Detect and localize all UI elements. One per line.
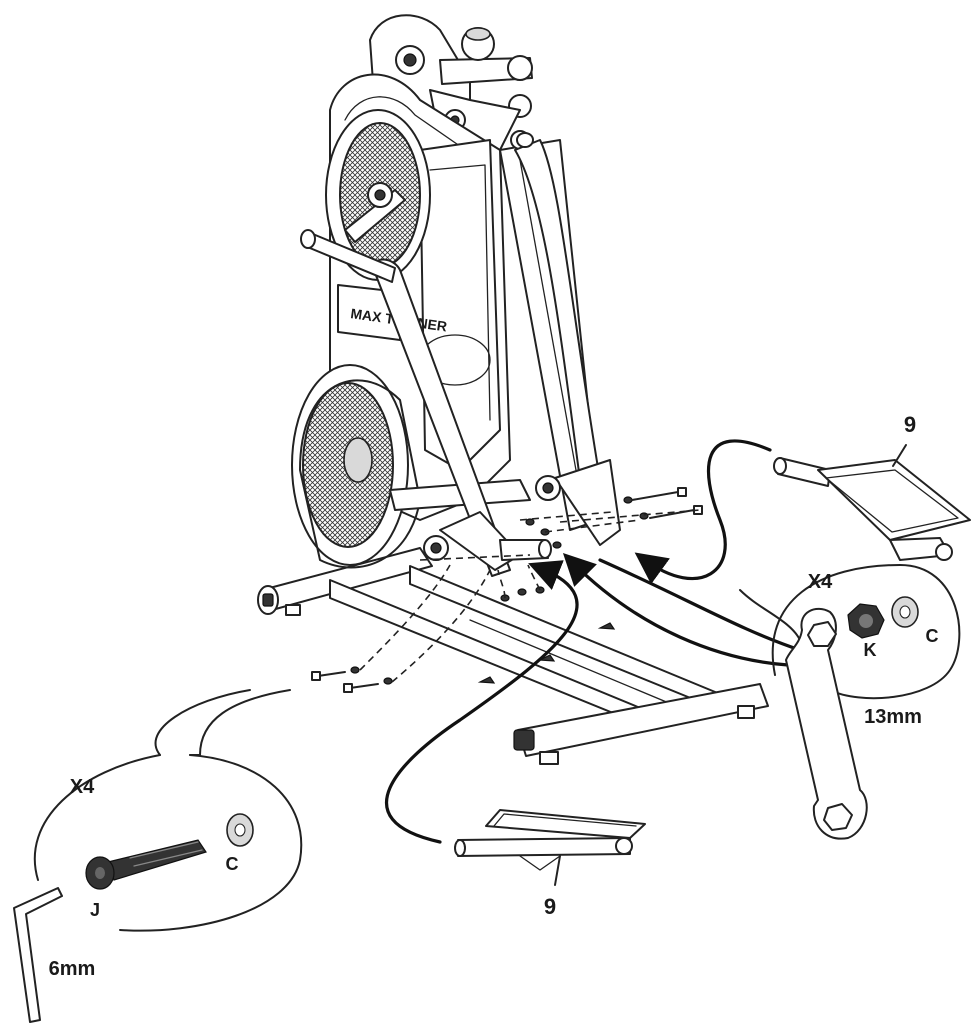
part-number-pedal-left: 9 (544, 894, 556, 919)
bolt-label: J (90, 900, 100, 920)
wrench-icon (785, 607, 868, 840)
trainer-body: MAX TRAINER (291, 14, 601, 569)
connection-arrows (385, 439, 802, 844)
hardware-dots (350, 496, 649, 685)
handle-arms (300, 132, 613, 577)
nut-quantity: X4 (808, 571, 833, 593)
wrench-size: 13mm (864, 706, 922, 728)
base-frame (257, 547, 769, 765)
hex-key-icon (13, 887, 63, 1023)
alignment-lines (359, 509, 701, 683)
bolt-washer-label: C (226, 854, 239, 874)
bolts-left (311, 671, 379, 693)
nut-washer-label: C (926, 626, 939, 646)
pedal-left (454, 809, 646, 886)
part-number-pedal-right: 9 (904, 412, 916, 437)
hex-key-size: 6mm (49, 958, 96, 980)
bolt-quantity: X4 (70, 776, 95, 798)
bolt-callout (33, 689, 303, 932)
pedal-right (773, 444, 971, 561)
nut-callout (739, 564, 961, 700)
nut-label: K (864, 640, 877, 660)
